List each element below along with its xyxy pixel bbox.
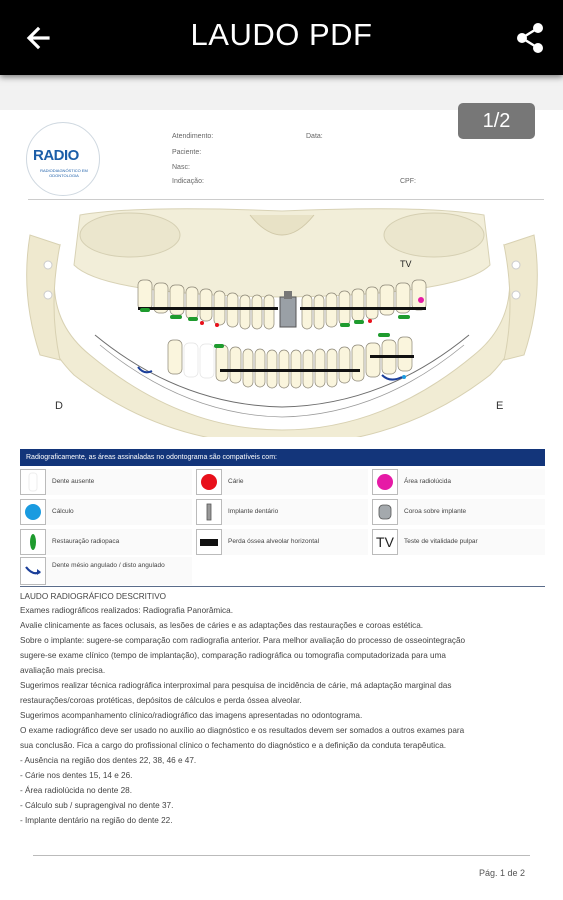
field-indicacao: Indicação:: [172, 178, 204, 185]
field-nasc: Nasc:: [172, 164, 190, 171]
legend-item-implant: Implante dentário: [196, 499, 368, 525]
report-line: - Ausência na região dos dentes 22, 38, …: [20, 756, 197, 765]
angled-tooth-arrow-icon: [20, 557, 46, 585]
legend-label: Cálculo: [52, 508, 74, 515]
back-arrow-icon[interactable]: [22, 22, 54, 54]
legend-item-implant-crown: Coroa sobre implante: [372, 499, 545, 525]
report-line: Sugerimos acompanhamento clínico/radiogr…: [20, 711, 363, 720]
logo-subtitle: RADIODIAGNÓSTICO EM ODONTOLOGIA: [40, 168, 88, 178]
report-section: LAUDO RADIOGRÁFICO DESCRITIVO Exames rad…: [20, 590, 545, 828]
report-line: Avalie clinicamente as faces oclusais, a…: [20, 621, 424, 630]
report-line: - Área radiolúcida no dente 28.: [20, 786, 132, 795]
legend-label: Teste de vitalidade pulpar: [404, 538, 478, 545]
legend-item-bone-loss: Perda óssea alveolar horizontal: [196, 529, 368, 555]
report-line: Sobre o implante: sugere-se comparação c…: [20, 636, 466, 645]
legend-label: Dente ausente: [52, 478, 95, 485]
page-title: LAUDO PDF: [190, 17, 373, 52]
report-line: - Cálculo sub / supragengival no dente 3…: [20, 801, 174, 810]
dental-implant-icon: [196, 499, 222, 525]
report-divider: [20, 586, 545, 587]
report-line: - Implante dentário na região do dente 2…: [20, 816, 173, 825]
field-paciente: Paciente:: [172, 149, 202, 156]
odontogram-diagram: TV: [26, 208, 538, 437]
report-line: avaliação mais precisa.: [20, 666, 106, 675]
legend-item-angled: Dente mésio angulado / disto angulado: [20, 557, 192, 585]
report-line: sugere-se exame clínico (tempo de implan…: [20, 651, 446, 660]
legend-item-caries: Cárie: [196, 469, 368, 495]
page-number: Pág. 1 de 2: [478, 868, 525, 878]
green-restoration-icon: [20, 529, 46, 555]
report-line: Exames radiográficos realizados: Radiogr…: [20, 606, 233, 615]
legend-label: Cárie: [228, 478, 244, 485]
share-icon[interactable]: [515, 22, 545, 54]
radiolucent-magenta-dot-icon: [372, 469, 398, 495]
report-title: LAUDO RADIOGRÁFICO DESCRITIVO: [20, 592, 167, 601]
footer-divider: [33, 855, 530, 856]
missing-tooth-icon: [20, 469, 46, 495]
diagram-label-right: E: [496, 400, 504, 412]
legend-item-radiolucent: Área radiolúcida: [372, 469, 545, 495]
report-line: Sugerimos realizar técnica radiográfica …: [20, 681, 452, 690]
header-divider: [28, 199, 544, 200]
report-line: - Cárie nos dentes 15, 14 e 26.: [20, 771, 133, 780]
legend-label: Implante dentário: [228, 508, 279, 515]
legend-label: Área radiolúcida: [404, 478, 451, 485]
page-indicator-badge: 1/2: [458, 103, 535, 139]
report-line: O exame radiográfico deve ser usado no a…: [20, 726, 465, 735]
field-atendimento: Atendimento:: [172, 133, 214, 140]
logo-name: RADIO: [33, 147, 79, 164]
tv-icon-text: TV: [376, 534, 394, 550]
clinic-logo: RADIO RADIODIAGNÓSTICO EM ODONTOLOGIA: [26, 122, 100, 196]
report-line: sua conclusão. Fica a cargo do profissio…: [20, 741, 447, 750]
legend-item-vitality: TV Teste de vitalidade pulpar: [372, 529, 545, 555]
bone-loss-bar-icon: [196, 529, 222, 555]
legend-item-restoration: Restauração radiopaca: [20, 529, 192, 555]
legend-label: Perda óssea alveolar horizontal: [228, 538, 320, 545]
report-line: restaurações/coroas protéticas, depósito…: [20, 696, 302, 705]
field-data: Data:: [306, 133, 323, 140]
app-bar: LAUDO PDF: [0, 0, 563, 75]
field-cpf: CPF:: [400, 178, 416, 185]
legend-item-missing: Dente ausente: [20, 469, 192, 495]
legend-label: Restauração radiopaca: [52, 538, 120, 545]
tv-icon: TV: [372, 529, 398, 555]
legend-item-calculus: Cálculo: [20, 499, 192, 525]
legend-label: Coroa sobre implante: [404, 508, 467, 515]
calculus-blue-dot-icon: [20, 499, 46, 525]
legend-label: Dente mésio angulado / disto angulado: [52, 562, 165, 569]
implant-crown-icon: [372, 499, 398, 525]
diagram-label-tv: TV: [400, 259, 412, 269]
legend-header: Radiograficamente, as áreas assinaladas …: [20, 449, 545, 466]
caries-red-dot-icon: [196, 469, 222, 495]
diagram-label-left: D: [55, 400, 63, 412]
